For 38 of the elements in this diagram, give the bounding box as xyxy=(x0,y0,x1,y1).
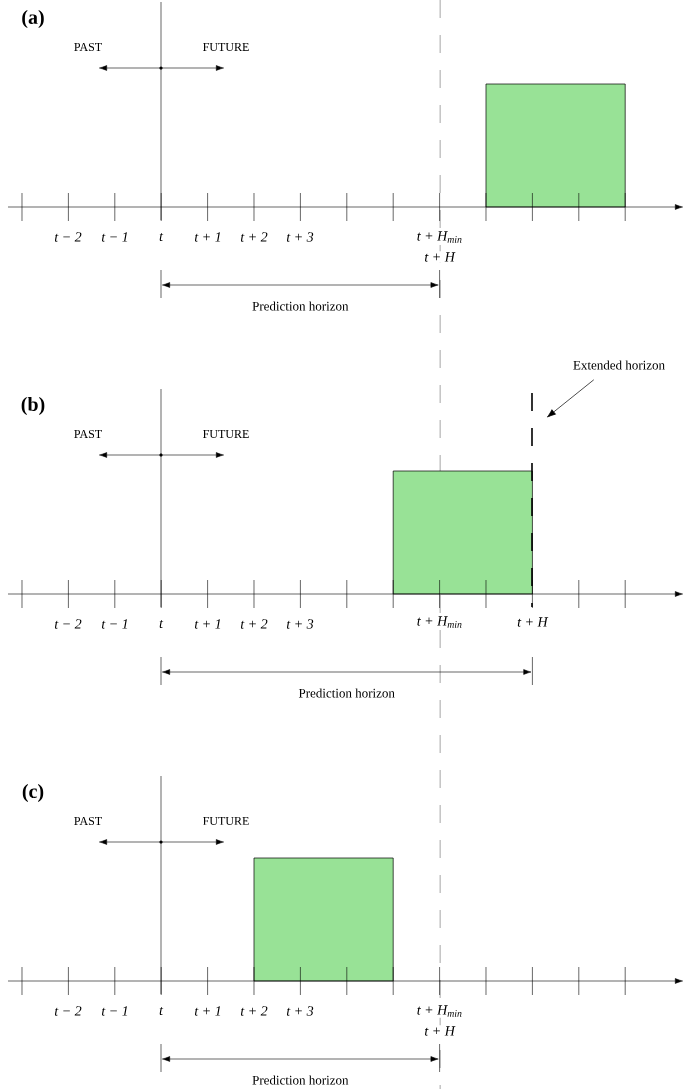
tick-label: t xyxy=(158,619,164,629)
tick-label: t − 1 xyxy=(100,618,130,630)
tick-label: t + H xyxy=(423,1025,456,1037)
panel-label: (b) xyxy=(19,395,47,417)
tick-label: t + 1 xyxy=(193,618,223,630)
direction-label: FUTURE xyxy=(201,429,251,439)
panel-label: (a) xyxy=(20,8,46,30)
direction-label: FUTURE xyxy=(201,816,251,826)
tick-label: t + 2 xyxy=(239,231,269,243)
dimension-label: Prediction horizon xyxy=(251,1074,350,1086)
direction-label: PAST xyxy=(72,815,104,827)
extended-horizon-line xyxy=(531,392,533,608)
tick-label: t + H xyxy=(423,251,456,263)
tick-label: t + H$_{min}$ xyxy=(415,1004,464,1018)
tick-label: t + 3 xyxy=(285,618,315,630)
dimension-label: Prediction horizon xyxy=(297,687,396,699)
tick-label: t + 2 xyxy=(239,618,269,630)
tick-label: t + H$_{min}$ xyxy=(415,615,464,629)
dimension-label: Prediction horizon xyxy=(251,300,350,312)
tick-label: t + 3 xyxy=(285,231,315,243)
panel-label: (c) xyxy=(20,782,46,804)
tick-label: t + 3 xyxy=(285,1005,315,1017)
tick-label: t − 2 xyxy=(53,618,83,630)
tick-label: t − 2 xyxy=(53,1005,83,1017)
tick-label: t xyxy=(158,232,164,242)
leader-arrow xyxy=(547,379,595,418)
tick-label: t + 1 xyxy=(193,1005,223,1017)
direction-label: FUTURE xyxy=(201,42,251,52)
tick-label: t − 1 xyxy=(100,1005,130,1017)
direction-label: PAST xyxy=(72,429,104,440)
direction-label: PAST xyxy=(72,41,104,53)
annotation-text: Extended horizon xyxy=(573,360,665,370)
tick-label: t − 1 xyxy=(100,231,130,243)
tick-label: t + H$_{min}$ xyxy=(415,230,464,244)
tick-label: t − 2 xyxy=(53,231,83,243)
tick-label: t xyxy=(158,1006,164,1016)
tick-label: t + 1 xyxy=(193,231,223,243)
tick-label: t + 2 xyxy=(239,1005,269,1017)
